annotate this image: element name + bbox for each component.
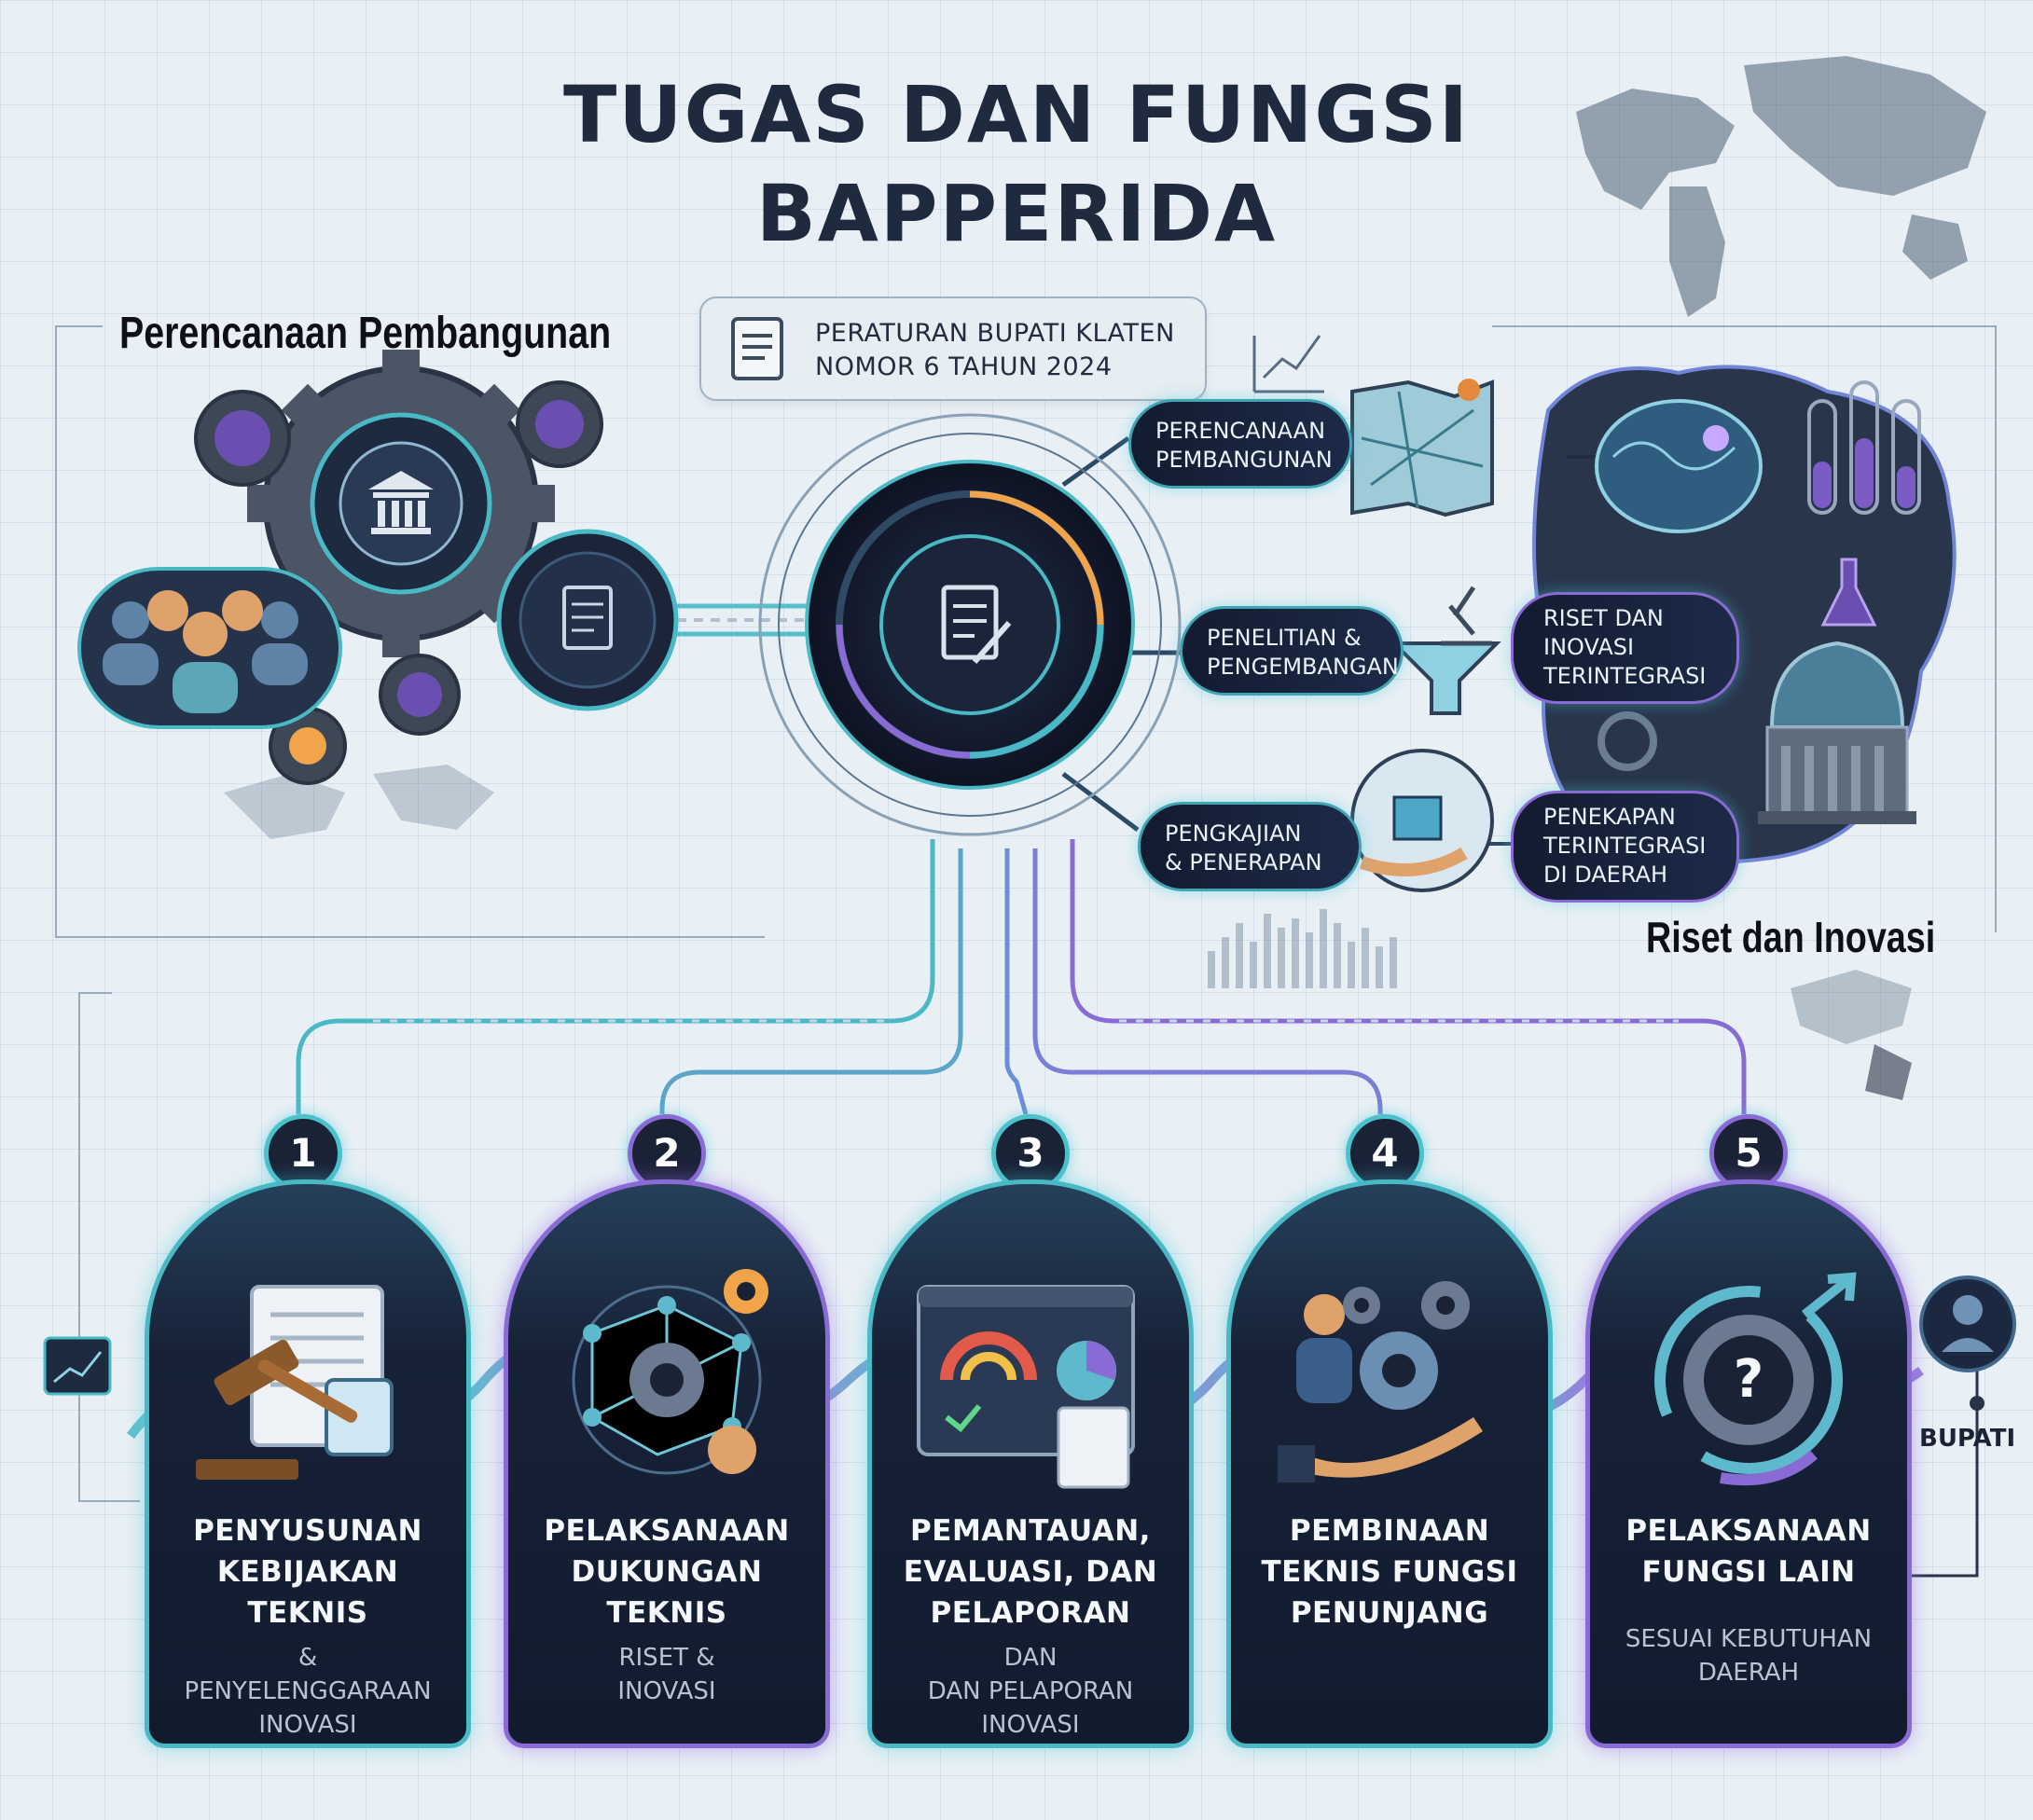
card-sub-line: INOVASI	[617, 1677, 716, 1705]
observatory-icon	[1758, 641, 1916, 824]
pill-text: PENEKAPAN	[1543, 804, 1676, 830]
pen-icon	[972, 621, 1012, 664]
result-pill-integrated-research: RISET DAN INOVASI TERINTEGRASI	[1511, 592, 1739, 704]
bar-chart-decoration	[1208, 909, 1397, 988]
regulation-line-2: NOMOR 6 TAHUN 2024	[815, 352, 1113, 381]
research-cluster	[1532, 365, 1957, 864]
function-card-5: ? PELAKSANAAN FUNGSI LAIN SESUAI KEBUTUH…	[1585, 1179, 1912, 1748]
title-line-1: TUGAS DAN FUNGSI	[562, 69, 1471, 160]
svg-text:?: ?	[1734, 1349, 1763, 1410]
gavel-icon	[196, 1285, 394, 1480]
card-title-line: TEKNIS FUNGSI	[1261, 1555, 1518, 1589]
government-building-icon	[368, 471, 434, 534]
dashboard-icon	[917, 1285, 1135, 1489]
card-title-line: FUNGSI LAIN	[1641, 1555, 1856, 1589]
card-title-line: PENYUSUNAN	[193, 1514, 422, 1548]
card-title-line: PELAKSANAAN	[544, 1514, 790, 1548]
document-icon	[941, 585, 1012, 664]
result-pill-regional-application: PENEKAPAN TERINTEGRASI DI DAERAH	[1511, 791, 1739, 903]
question-gear-icon: ?	[1654, 1272, 1857, 1486]
test-tube-icon	[1807, 380, 1921, 515]
card-title-line: KEBIJAKAN	[216, 1555, 399, 1589]
funnel-icon	[1390, 641, 1501, 715]
microscope-icon	[1441, 586, 1492, 646]
people-group-icon	[77, 567, 342, 729]
output-pill-assessment: PENGKAJIAN & PENERAPAN	[1138, 802, 1362, 891]
regulation-box: PERATURAN BUPATI KLATEN NOMOR 6 TAHUN 20…	[699, 296, 1207, 401]
pill-text: & PENERAPAN	[1165, 849, 1322, 876]
document-icon	[731, 317, 783, 380]
card-title-line: PEMANTAUAN,	[910, 1514, 1151, 1548]
pill-text: RISET DAN	[1543, 605, 1664, 631]
card-sub-line: DAN PELAPORAN	[927, 1677, 1134, 1705]
pill-text: DI DAERAH	[1543, 862, 1667, 888]
hand-icon	[1306, 1417, 1483, 1478]
step-number-2: 2	[628, 1114, 706, 1193]
card-title-line: DUKUNGAN	[571, 1555, 763, 1589]
card-title-line: TEKNIS	[247, 1596, 368, 1630]
card-sub-line: &	[297, 1644, 318, 1672]
gear-icon	[194, 380, 603, 785]
pill-text: INOVASI	[1543, 634, 1635, 660]
pill-text: TERINTEGRASI	[1543, 833, 1707, 859]
page-title: TUGAS DAN FUNGSI BAPPERIDA	[0, 65, 2033, 263]
flask-icon	[1820, 558, 1877, 627]
card-title-line: PELAKSANAAN	[1625, 1514, 1872, 1548]
card-sub-line: INOVASI	[258, 1711, 357, 1739]
pill-text: PENELITIAN &	[1207, 625, 1362, 651]
card-sub-line: DAERAH	[1697, 1659, 1800, 1687]
card-title-line: PEMBINAAN	[1289, 1514, 1490, 1548]
map-icon	[1350, 379, 1494, 517]
bupati-label: BUPATI	[1919, 1425, 2016, 1453]
card-title-line: EVALUASI, DAN	[903, 1555, 1158, 1589]
card-title-line: PELAPORAN	[930, 1596, 1131, 1630]
pill-text: PEMBANGUNAN	[1155, 447, 1333, 473]
pill-text: TERINTEGRASI	[1543, 663, 1707, 689]
growth-chart-icon	[43, 1336, 112, 1396]
person-icon	[1919, 1275, 2016, 1372]
regulation-line-1: PERATURAN BUPATI KLATEN	[815, 319, 1175, 348]
output-pill-planning: PERENCANAAN PEMBANGUNAN	[1128, 399, 1352, 489]
businessman-icon	[1278, 1281, 1483, 1482]
gear-icon	[1597, 711, 1657, 771]
pill-text: PERENCANAAN	[1155, 418, 1326, 444]
section-label-planning: Perencanaan Pembangunan	[119, 309, 612, 358]
document-icon	[496, 529, 679, 711]
growth-chart-icon	[1252, 335, 1324, 393]
card-sub-line: RISET &	[618, 1644, 715, 1672]
brain-icon	[1595, 399, 1763, 533]
pill-text: PENGEMBANGAN	[1207, 654, 1399, 680]
pill-text: PENGKAJIAN	[1165, 820, 1302, 847]
function-card-4: PEMBINAAN TEKNIS FUNGSI PENUNJANG	[1226, 1179, 1553, 1748]
network-icon	[572, 1269, 768, 1475]
world-map-decoration	[224, 56, 1986, 1100]
card-title-line: TEKNIS	[606, 1596, 727, 1630]
card-sub-line: INOVASI	[981, 1711, 1080, 1739]
hand-icon	[1350, 749, 1494, 892]
card-sub-line: DAN	[1003, 1644, 1058, 1672]
function-card-1: PENYUSUNAN KEBIJAKAN TEKNIS & PENYELENGG…	[145, 1179, 471, 1748]
section-label-research: Riset dan Inovasi	[1646, 913, 1936, 961]
card-sub-line: PENYELENGGARAAN	[184, 1677, 432, 1705]
function-card-2: PELAKSANAAN DUKUNGAN TEKNIS RISET & INOV…	[504, 1179, 830, 1748]
function-card-3: PEMANTAUAN, EVALUASI, DAN PELAPORAN DAN …	[867, 1179, 1194, 1748]
card-title-line: PENUNJANG	[1290, 1596, 1489, 1630]
output-pill-research: PENELITIAN & PENGEMBANGAN	[1180, 606, 1404, 696]
card-sub-line: SESUAI KEBUTUHAN	[1625, 1625, 1873, 1653]
title-line-2: BAPPERIDA	[755, 168, 1278, 259]
